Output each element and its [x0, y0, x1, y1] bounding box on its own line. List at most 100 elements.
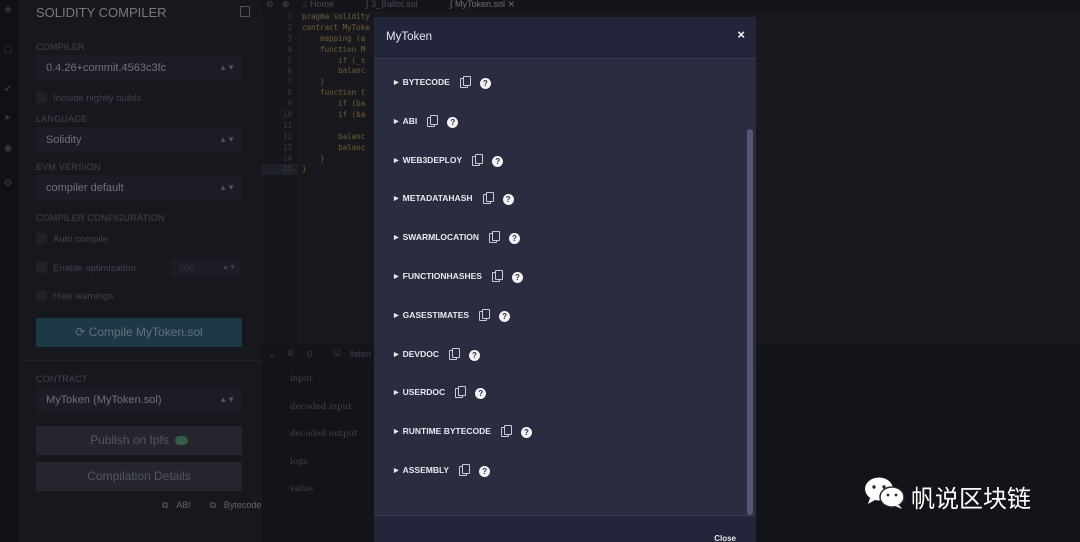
help-icon[interactable]: ? — [492, 155, 504, 167]
copy-icon[interactable] — [482, 192, 494, 205]
help-icon[interactable]: ? — [499, 310, 511, 322]
settings-icon[interactable]: ⚙ — [3, 178, 13, 189]
code-line[interactable]: pragma solidity — [302, 12, 370, 21]
caret-right-icon[interactable]: ▶ — [394, 468, 399, 474]
help-icon[interactable]: ? — [508, 233, 520, 245]
code-line[interactable]: if (ba — [302, 110, 366, 120]
modal-item-gasestimates[interactable]: ▶GASESTIMATES? — [394, 308, 511, 322]
copy-icon[interactable] — [427, 114, 439, 127]
code-line[interactable]: mapping (a — [302, 33, 366, 43]
deploy-icon[interactable]: ▸ — [5, 112, 11, 123]
code-line[interactable]: balanc — [302, 142, 366, 152]
publish-ipfs-button[interactable]: Publish on Ipfs — [36, 426, 242, 455]
remix-logo-icon[interactable]: ◈ — [4, 4, 12, 15]
code-line[interactable]: } — [302, 164, 307, 174]
help-icon[interactable]: ? — [475, 388, 487, 400]
code-line[interactable]: balanc — [302, 66, 366, 76]
abi-copy-link[interactable]: ⧉ABI — [154, 500, 191, 510]
modal-item-label[interactable]: GASESTIMATES — [402, 309, 470, 320]
caret-right-icon[interactable]: ▶ — [394, 196, 399, 203]
modal-scrollbar[interactable] — [747, 129, 753, 515]
help-icon[interactable]: ? — [479, 78, 491, 89]
tab-ballot[interactable]: ∫ 3_Ballot.sol — [366, 0, 418, 9]
copy-icon[interactable] — [472, 153, 484, 166]
help-icon[interactable]: ? — [479, 466, 491, 477]
modal-item-assembly[interactable]: ▶ASSEMBLY? — [394, 463, 491, 477]
modal-item-runtime-bytecode[interactable]: ▶RUNTIME BYTECODE? — [394, 424, 532, 439]
code-line[interactable]: balanc — [302, 131, 366, 141]
code-line[interactable]: if (_s — [302, 55, 366, 65]
modal-item-label[interactable]: DEVDOC — [402, 348, 439, 359]
modal-item-label[interactable]: WEB3DEPLOY — [402, 154, 463, 165]
modal-item-metadatahash[interactable]: ▶METADATAHASH? — [394, 191, 514, 206]
zoom-in-icon[interactable]: ⊕ — [282, 0, 290, 9]
hide-warnings-checkbox[interactable]: Hide warnings — [36, 290, 113, 303]
copy-icon[interactable] — [459, 464, 471, 476]
modal-item-label[interactable]: ASSEMBLY — [402, 465, 450, 475]
evm-version-select[interactable]: compiler default ▲▼ — [36, 175, 242, 201]
modal-item-web3deploy[interactable]: ▶WEB3DEPLOY? — [394, 153, 504, 167]
caret-right-icon[interactable]: ▶ — [394, 118, 399, 125]
modal-item-label[interactable]: SWARMLOCATION — [402, 232, 479, 243]
collapse-terminal-icon[interactable]: ⌄ — [268, 349, 276, 359]
copy-icon[interactable] — [459, 76, 471, 88]
close-icon[interactable]: ✕ — [507, 0, 516, 9]
close-button[interactable]: Close — [714, 534, 736, 542]
caret-right-icon[interactable]: ▶ — [394, 274, 399, 280]
code-line[interactable]: if (ba — [302, 99, 366, 109]
auto-compile-checkbox[interactable]: Auto compile — [36, 233, 108, 246]
help-icon[interactable]: ? — [520, 427, 532, 439]
checkbox-box[interactable] — [36, 262, 47, 273]
caret-right-icon[interactable]: ▶ — [394, 235, 399, 242]
compiler-version-select[interactable]: 0.4.26+commit.4563c3fc ▲▼ — [36, 55, 242, 81]
modal-item-functionhashes[interactable]: ▶FUNCTIONHASHES? — [394, 269, 523, 283]
help-icon[interactable]: ? — [469, 349, 480, 361]
modal-item-label[interactable]: ABI — [402, 115, 418, 126]
caret-right-icon[interactable]: ▶ — [394, 429, 399, 436]
nightly-builds-checkbox[interactable]: Include nightly builds — [36, 92, 141, 105]
checkbox-box[interactable] — [36, 92, 47, 103]
modal-item-bytecode[interactable]: ▶BYTECODE? — [394, 75, 491, 89]
close-icon[interactable]: × — [737, 27, 745, 42]
tab-home[interactable]: ⌂ Home — [302, 0, 334, 9]
zoom-out-icon[interactable]: ⊖ — [266, 0, 274, 9]
caret-right-icon[interactable]: ▶ — [394, 351, 399, 358]
bytecode-copy-link[interactable]: ⧉Bytecode — [201, 500, 261, 510]
compiler-icon[interactable]: ✔ — [3, 84, 13, 95]
checkbox-box[interactable] — [36, 233, 47, 244]
optimization-runs-input[interactable]: 200 ▲▼ — [171, 259, 241, 277]
clear-console-icon[interactable]: ⊘ — [287, 348, 295, 358]
documentation-icon[interactable] — [240, 6, 250, 17]
code-line[interactable]: contract MyToke — [302, 22, 370, 32]
debugger-icon[interactable]: ✱ — [3, 144, 13, 155]
caret-right-icon[interactable]: ▶ — [394, 312, 399, 319]
caret-right-icon[interactable]: ▶ — [394, 390, 399, 397]
help-icon[interactable]: ? — [502, 194, 514, 206]
copy-icon[interactable] — [449, 347, 460, 360]
modal-item-abi[interactable]: ▶ABI? — [394, 114, 459, 128]
copy-icon[interactable] — [488, 231, 500, 244]
modal-item-label[interactable]: RUNTIME BYTECODE — [402, 426, 491, 437]
checkbox-box[interactable] — [36, 290, 47, 301]
modal-item-label[interactable]: FUNCTIONHASHES — [402, 271, 482, 281]
modal-item-userdoc[interactable]: ▶USERDOC? — [394, 385, 487, 400]
modal-item-label[interactable]: USERDOC — [402, 387, 446, 398]
language-select[interactable]: Solidity ▲▼ — [36, 127, 242, 153]
copy-icon[interactable] — [491, 270, 503, 282]
contract-select[interactable]: MyToken (MyToken.sol) ▲▼ — [36, 387, 242, 413]
modal-item-label[interactable]: BYTECODE — [402, 77, 450, 87]
caret-right-icon[interactable]: ▶ — [394, 157, 399, 164]
code-line[interactable]: } — [302, 153, 325, 163]
copy-icon[interactable] — [500, 425, 512, 438]
code-line[interactable]: function t — [302, 88, 366, 98]
enable-optimization-checkbox[interactable]: Enable optimization — [36, 262, 136, 275]
caret-right-icon[interactable]: ▶ — [394, 80, 399, 86]
code-line[interactable]: function M — [302, 44, 366, 54]
code-line[interactable]: } — [302, 77, 325, 87]
tab-mytoken[interactable]: ∫ MyToken.sol ✕ — [450, 0, 516, 9]
help-icon[interactable]: ? — [447, 116, 459, 128]
help-icon[interactable]: ? — [511, 272, 523, 283]
copy-icon[interactable] — [479, 308, 491, 321]
compilation-details-button[interactable]: Compilation Details — [36, 462, 242, 491]
listen-checkbox[interactable]: ☑ — [333, 348, 342, 358]
